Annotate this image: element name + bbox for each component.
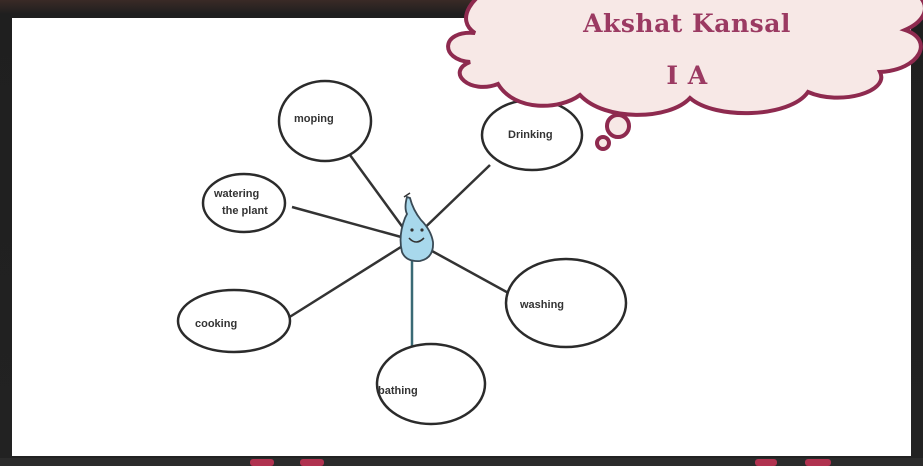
node-label-drinking: Drinking [508,129,553,141]
connector-cooking [287,238,413,320]
node-label-cooking: cooking [195,318,237,330]
node-ellipse-cooking [176,288,292,354]
node-ellipse-moping [277,79,373,163]
node-ellipse-bathing [375,342,487,426]
node-label-moping: moping [294,113,334,125]
node-ellipse-washing [504,257,628,349]
callout-class: I A [666,61,707,90]
thought-circle-small [595,135,611,151]
thought-bubble [446,0,923,151]
node-ellipse-watering [201,172,287,234]
callout-name: Akshat Kansal [582,9,791,38]
water-drop-icon [399,192,434,262]
node-label-watering-line1: watering [213,188,259,200]
accent-mark [805,459,831,466]
connector-watering [291,205,413,242]
thought-circle-large [605,113,631,139]
node-label-bathing: bathing [378,385,418,397]
bottom-strip [0,458,923,466]
node-label-watering-line2: the plant [222,205,268,217]
accent-mark [300,459,324,466]
node-label-washing: washing [519,299,564,311]
accent-mark [755,459,777,466]
thought-cloud-shape [446,0,923,117]
accent-mark [250,459,274,466]
